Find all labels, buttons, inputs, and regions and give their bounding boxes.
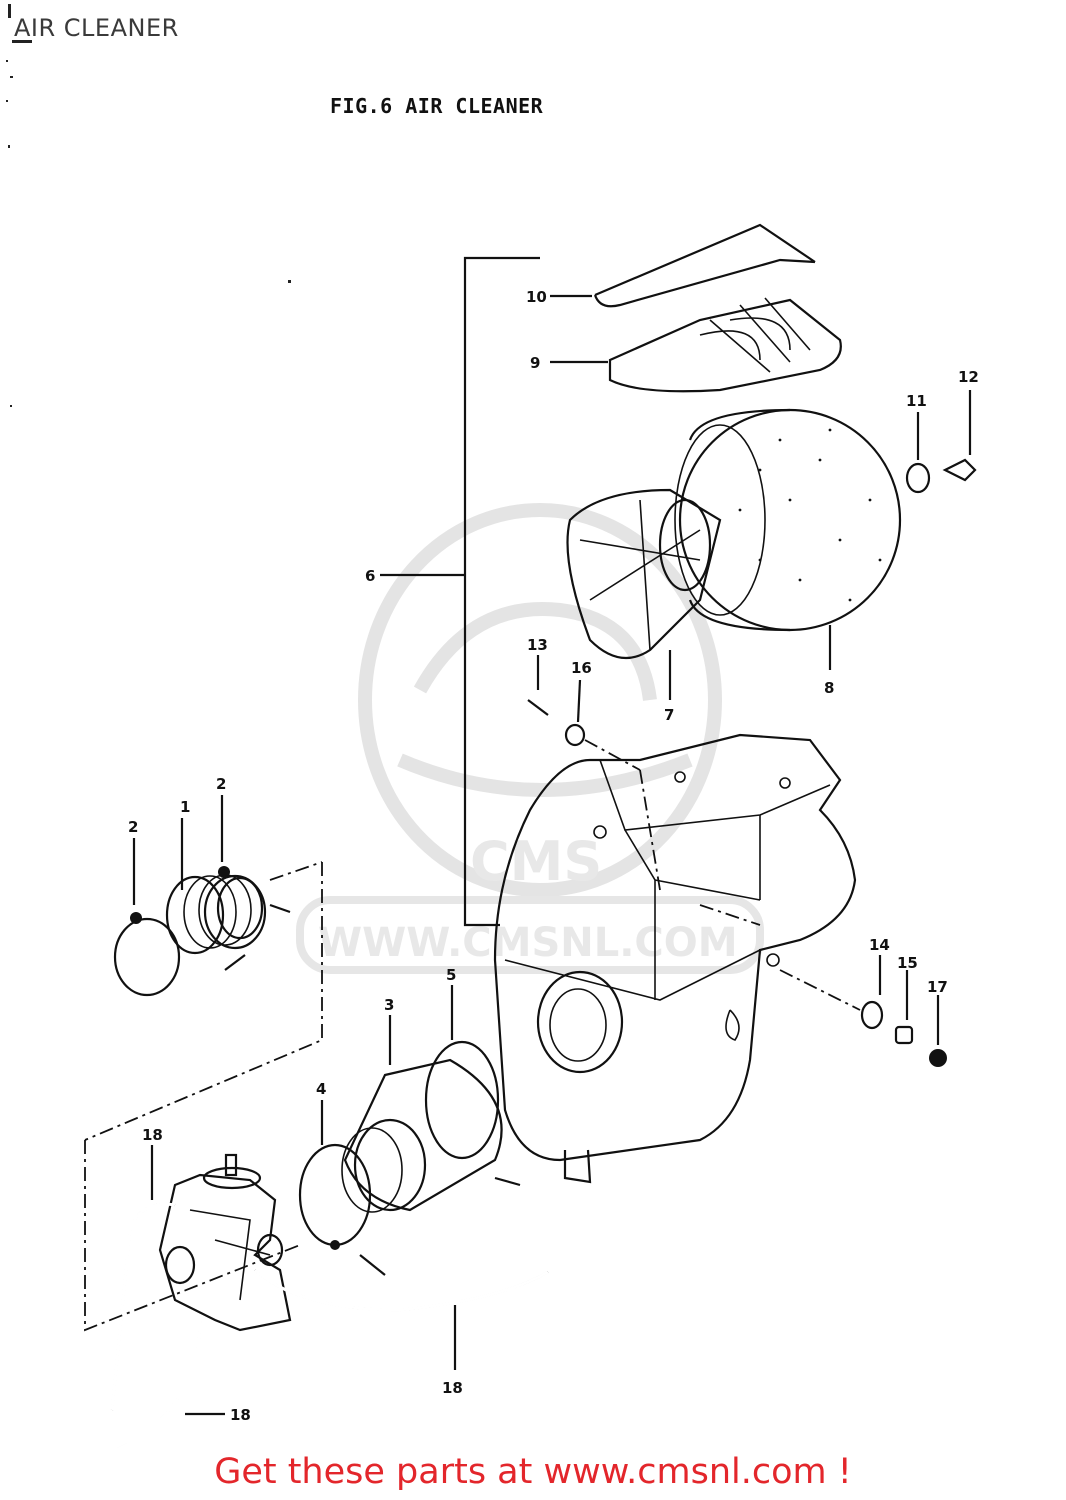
part-15-spacer [894, 970, 914, 1045]
label-part-2-rear: 2 [216, 775, 226, 793]
part-13-screw [527, 655, 549, 716]
part-5-clamp [424, 985, 521, 1187]
clamp-screws-1 [224, 903, 291, 971]
part-labels: 1 2 2 3 4 5 6 7 8 9 10 11 12 13 14 15 16… [128, 288, 979, 1424]
part-18-hose-overflow [254, 1268, 549, 1370]
exploded-parts-diagram: CMS WWW.CMSNL.COM [6, 4, 979, 1450]
part-3-intake-boot [341, 1015, 503, 1213]
dash-bracket-lower [84, 1140, 301, 1332]
part-4-clamp [298, 1100, 386, 1276]
label-part-2-front: 2 [128, 818, 138, 836]
watermark-logo-text: CMS [470, 830, 602, 893]
part-18-hose-vent-left [110, 1145, 176, 1411]
label-part-18-overflow: 18 [442, 1379, 463, 1397]
part-17-nut [929, 995, 947, 1067]
label-part-12: 12 [958, 368, 979, 386]
label-part-4: 4 [316, 1080, 326, 1098]
label-part-18-drain: 18 [230, 1406, 251, 1424]
label-part-3: 3 [384, 996, 394, 1014]
label-part-5: 5 [446, 966, 456, 984]
label-part-16: 16 [571, 659, 592, 677]
label-part-8: 8 [824, 679, 834, 697]
assembly-bracket-6 [380, 256, 540, 927]
part-16-washer [564, 679, 641, 771]
label-part-1: 1 [180, 798, 190, 816]
label-part-7: 7 [664, 706, 674, 724]
label-part-6: 6 [365, 567, 375, 585]
label-part-10: 10 [526, 288, 547, 306]
label-part-9: 9 [530, 354, 540, 372]
watermark-logo: CMS WWW.CMSNL.COM [296, 503, 764, 974]
air-cleaner-case [493, 733, 861, 1184]
watermark-url-text: WWW.CMSNL.COM [318, 920, 738, 966]
part-2-clamp-front [113, 838, 181, 997]
figure-title: FIG.6 AIR CLEANER [330, 94, 544, 118]
label-part-18-vent: 18 [142, 1126, 163, 1144]
label-part-15: 15 [897, 954, 918, 972]
get-parts-link[interactable]: Get these parts at www.cmsnl.com ! [214, 1452, 852, 1492]
label-part-14: 14 [869, 936, 890, 954]
label-part-13: 13 [527, 636, 548, 654]
part-1-joint-hose [165, 818, 264, 955]
label-part-17: 17 [927, 978, 948, 996]
part-7-filter-frame [566, 488, 722, 700]
part-11-washer [905, 412, 931, 494]
part-10-lid-seal [550, 223, 816, 308]
part-18-hose-drain [104, 1319, 225, 1450]
carburetor [158, 1153, 292, 1332]
label-part-11: 11 [906, 392, 927, 410]
dash-bracket-upper [84, 861, 323, 1141]
scan-specks [6, 4, 291, 407]
part-14-grommet [860, 955, 884, 1030]
part-2-clamp-rear [203, 795, 267, 950]
part-12-wing-nut [942, 390, 977, 482]
page-title: AIR CLEANER [14, 14, 179, 42]
part-9-cover [550, 297, 842, 393]
